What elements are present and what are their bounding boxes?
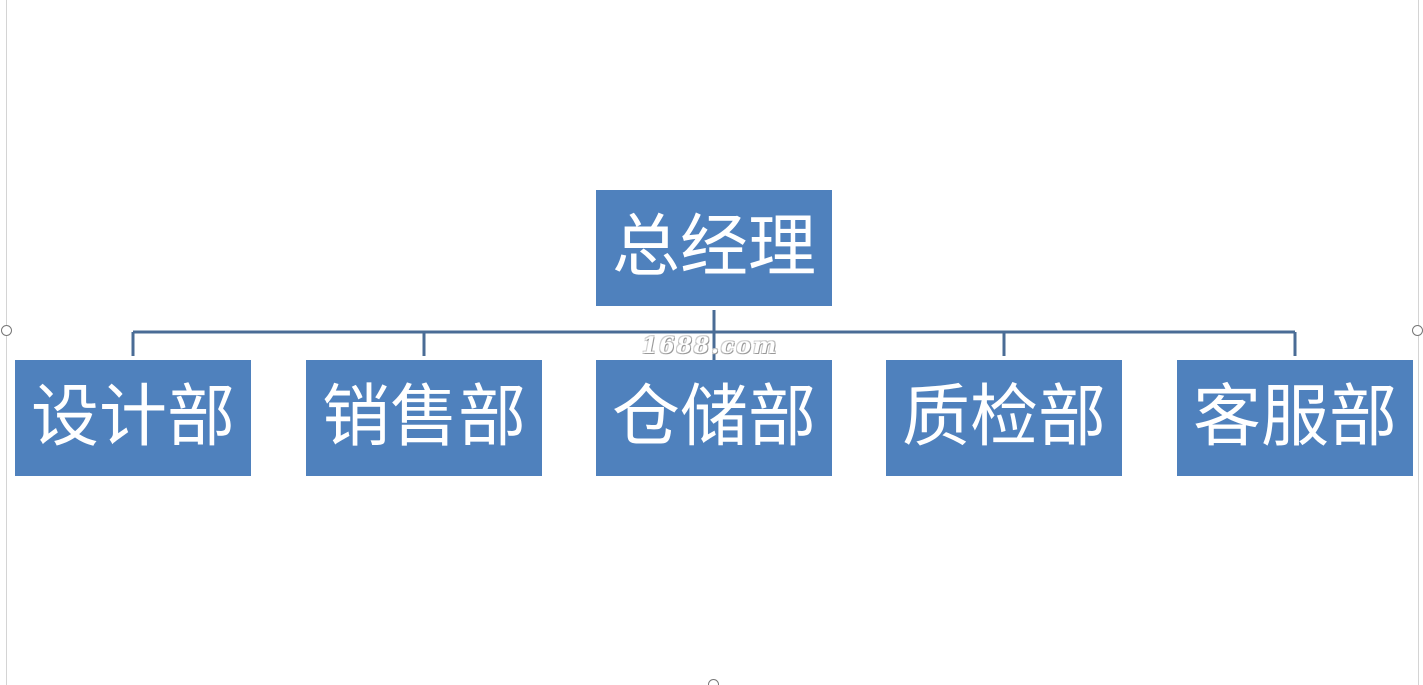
watermark-text: 1688.com [642,333,779,359]
node-department-2[interactable]: 销售部 [306,360,542,476]
node-department-4[interactable]: 质检部 [886,360,1122,476]
node-department-1[interactable]: 设计部 [15,360,251,476]
selection-frame-right-edge [1418,0,1419,685]
node-department-3[interactable]: 仓储部 [596,360,832,476]
node-department-5[interactable]: 客服部 [1177,360,1413,476]
resize-handle-right[interactable] [1412,325,1423,336]
node-general-manager[interactable]: 总经理 [596,190,832,306]
resize-handle-bottom[interactable] [708,679,719,685]
selection-frame-left-edge [6,0,7,685]
resize-handle-left[interactable] [1,325,12,336]
